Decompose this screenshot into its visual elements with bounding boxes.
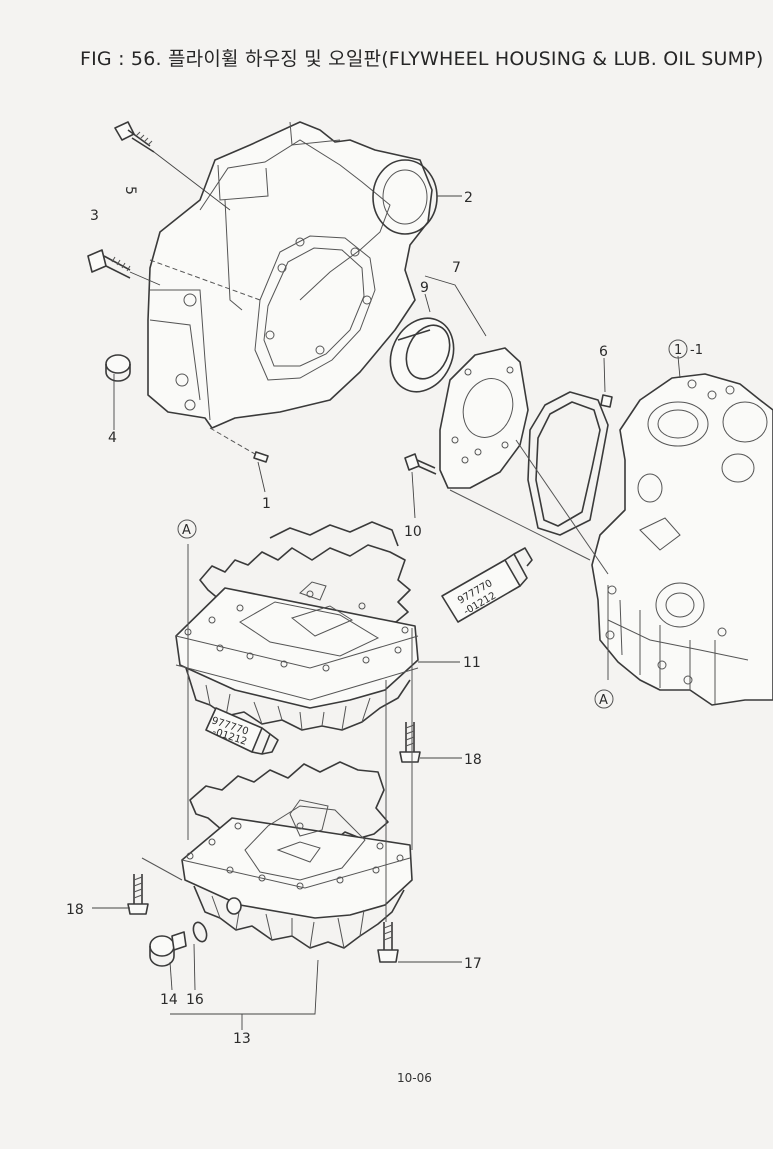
- dowel-pin-part-1: [209, 427, 269, 463]
- page-number: 10-06: [397, 1071, 432, 1085]
- assembly-guide-line: [449, 489, 591, 561]
- oil-pan-lower-part-13: [181, 761, 413, 949]
- callout-3: 3: [90, 208, 99, 224]
- callout-16: 16: [186, 992, 204, 1008]
- cylinder-block-part: [591, 373, 773, 706]
- bolt-part-18-lower: [127, 874, 149, 915]
- svg-text:A: A: [599, 693, 608, 708]
- alignment-lines: [141, 544, 609, 922]
- callout-17: 17: [464, 956, 482, 972]
- svg-text:A: A: [182, 523, 191, 538]
- gasket-ring-part-16: [192, 921, 208, 943]
- leader-lines: [92, 151, 681, 1030]
- seal-cap-part-7: [439, 347, 529, 489]
- callout-6: 6: [599, 344, 608, 360]
- flywheel-housing: [147, 121, 438, 429]
- bolt-part-3: [87, 249, 131, 279]
- ref-number: 1: [674, 343, 682, 358]
- gasket-part-7: [527, 391, 609, 536]
- callout-14: 14: [160, 992, 178, 1008]
- assembly-guide-line: [515, 439, 609, 575]
- callout-2: 2: [464, 190, 473, 206]
- oil-pan-upper-part-11: [175, 521, 419, 731]
- callout-18-lower: 18: [66, 902, 84, 918]
- callout-10: 10: [404, 524, 422, 540]
- callout-7: 7: [452, 260, 461, 276]
- ref-marker-a-top: A: [177, 519, 197, 539]
- dowel-pin-part-6: [600, 394, 613, 408]
- callouts: 5 3 2 4 1 7 9 6 10 11 18 18 17 14 16 13: [66, 186, 608, 1047]
- callout-5: 5: [122, 186, 138, 195]
- callout-13: 13: [233, 1031, 251, 1047]
- sealant-tube: 977770 -01212: [441, 547, 533, 623]
- bolt-part-10: [404, 453, 437, 475]
- plug-part-4: [105, 354, 131, 382]
- callout-11: 11: [463, 655, 481, 671]
- callout-9: 9: [420, 280, 429, 296]
- drain-plug-part-14: [149, 931, 187, 967]
- oil-seal-part-9: [389, 317, 455, 393]
- bolt-part-5: [114, 121, 155, 153]
- callout-18-upper: 18: [464, 752, 482, 768]
- bolt-part-17: [377, 922, 399, 963]
- reference-part-1-1: 1 -1: [668, 339, 703, 359]
- ref-marker-a-block: A: [594, 689, 614, 709]
- callout-1: 1: [262, 496, 271, 512]
- bolt-part-18-upper: [399, 722, 421, 763]
- sealant-tube: 977770 -01212: [205, 707, 279, 755]
- ref-sub: -1: [690, 343, 703, 358]
- figure-title: FIG : 56. 플라이휠 하우징 및 오일판(FLYWHEEL HOUSIN…: [80, 48, 764, 70]
- callout-4: 4: [108, 430, 117, 446]
